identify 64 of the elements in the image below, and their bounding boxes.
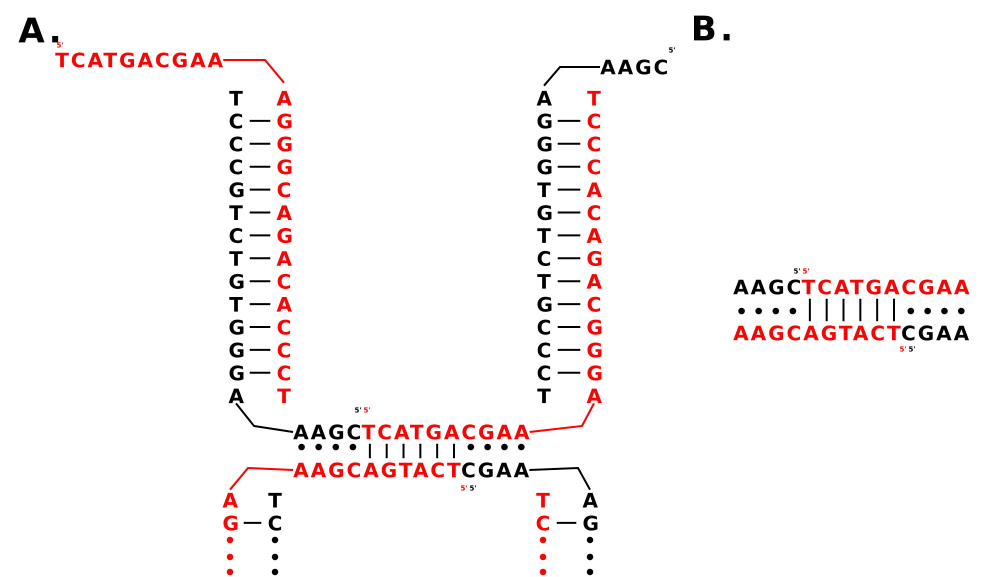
base-pair-line (808, 298, 811, 322)
base-pair-dash (250, 326, 270, 328)
sequence-text: CGAA (462, 462, 530, 478)
base-pair-dash (558, 257, 580, 260)
base-pair-dash (558, 234, 580, 236)
strand-line (529, 466, 591, 490)
sequence-text: TCATGACGAA (802, 279, 970, 295)
base-pair-dash (558, 303, 580, 306)
base-pair-dash (250, 303, 270, 306)
base-pair-dash (250, 348, 270, 351)
base-pair-dash (250, 372, 270, 374)
base-pair-line (842, 298, 845, 322)
base-column: T C (268, 492, 282, 531)
base-pair-dash (558, 212, 580, 214)
base-pair-line (368, 444, 371, 458)
base-pair-dash (558, 280, 580, 282)
base-pair-dash (558, 142, 580, 145)
base-pair-line (892, 298, 895, 322)
base-pair-line (453, 444, 455, 458)
base-pair-line (859, 298, 862, 322)
base-column: A G G G C A G A C A C C C T (276, 90, 292, 404)
base-pair-line (402, 444, 405, 458)
sequence-text: AAGC (600, 59, 667, 75)
sequence-text: AAGCAGTACT (293, 462, 461, 478)
base-pair-line (419, 444, 422, 458)
panel-label: B. (694, 16, 730, 40)
base-pair-dash (250, 142, 270, 145)
strand-line (223, 59, 285, 84)
sequence-text: TCATGACGAA (55, 52, 223, 68)
base-column: A G G G T G T C T G C C C T (536, 90, 552, 404)
base-pair-dash (250, 257, 270, 260)
base-column: T C C C G T C T G T G G G A (228, 90, 244, 404)
base-column: A G (582, 492, 598, 531)
base-pair-dash (558, 348, 580, 351)
sequence-text: AAGC (733, 279, 800, 295)
base-pair-dash (244, 522, 262, 524)
base-pair-dash (250, 166, 270, 168)
strand-line (229, 466, 294, 490)
sequence-text: AAGC (293, 424, 360, 440)
base-pair-dash (250, 234, 270, 236)
base-pair-dash (250, 280, 270, 282)
sequence-text: CGAA (902, 325, 970, 341)
base-pair-dash (250, 212, 270, 214)
base-pair-line (386, 444, 388, 458)
base-pair-dash (250, 120, 270, 122)
base-pair-line (876, 298, 878, 322)
sequence-text: TCATGACGAA (362, 424, 530, 440)
base-column: A G (222, 492, 238, 531)
strand-line (235, 402, 294, 433)
base-pair-line (436, 444, 438, 458)
strand-line (543, 66, 600, 86)
base-pair-dash (250, 188, 270, 191)
base-pair-dash (556, 522, 576, 524)
base-column: T C C C A C A G A C G G G A (586, 90, 602, 404)
panel-label: A. (18, 18, 58, 42)
base-pair-dash (558, 120, 580, 122)
base-pair-dash (558, 166, 580, 168)
base-pair-dash (558, 372, 580, 374)
base-pair-dash (558, 188, 580, 191)
base-pair-dash (558, 326, 580, 328)
strand-line (530, 402, 595, 433)
sequence-text: AAGCAGTACT (733, 325, 901, 341)
base-column: T C (536, 492, 550, 531)
base-pair-line (826, 298, 828, 322)
